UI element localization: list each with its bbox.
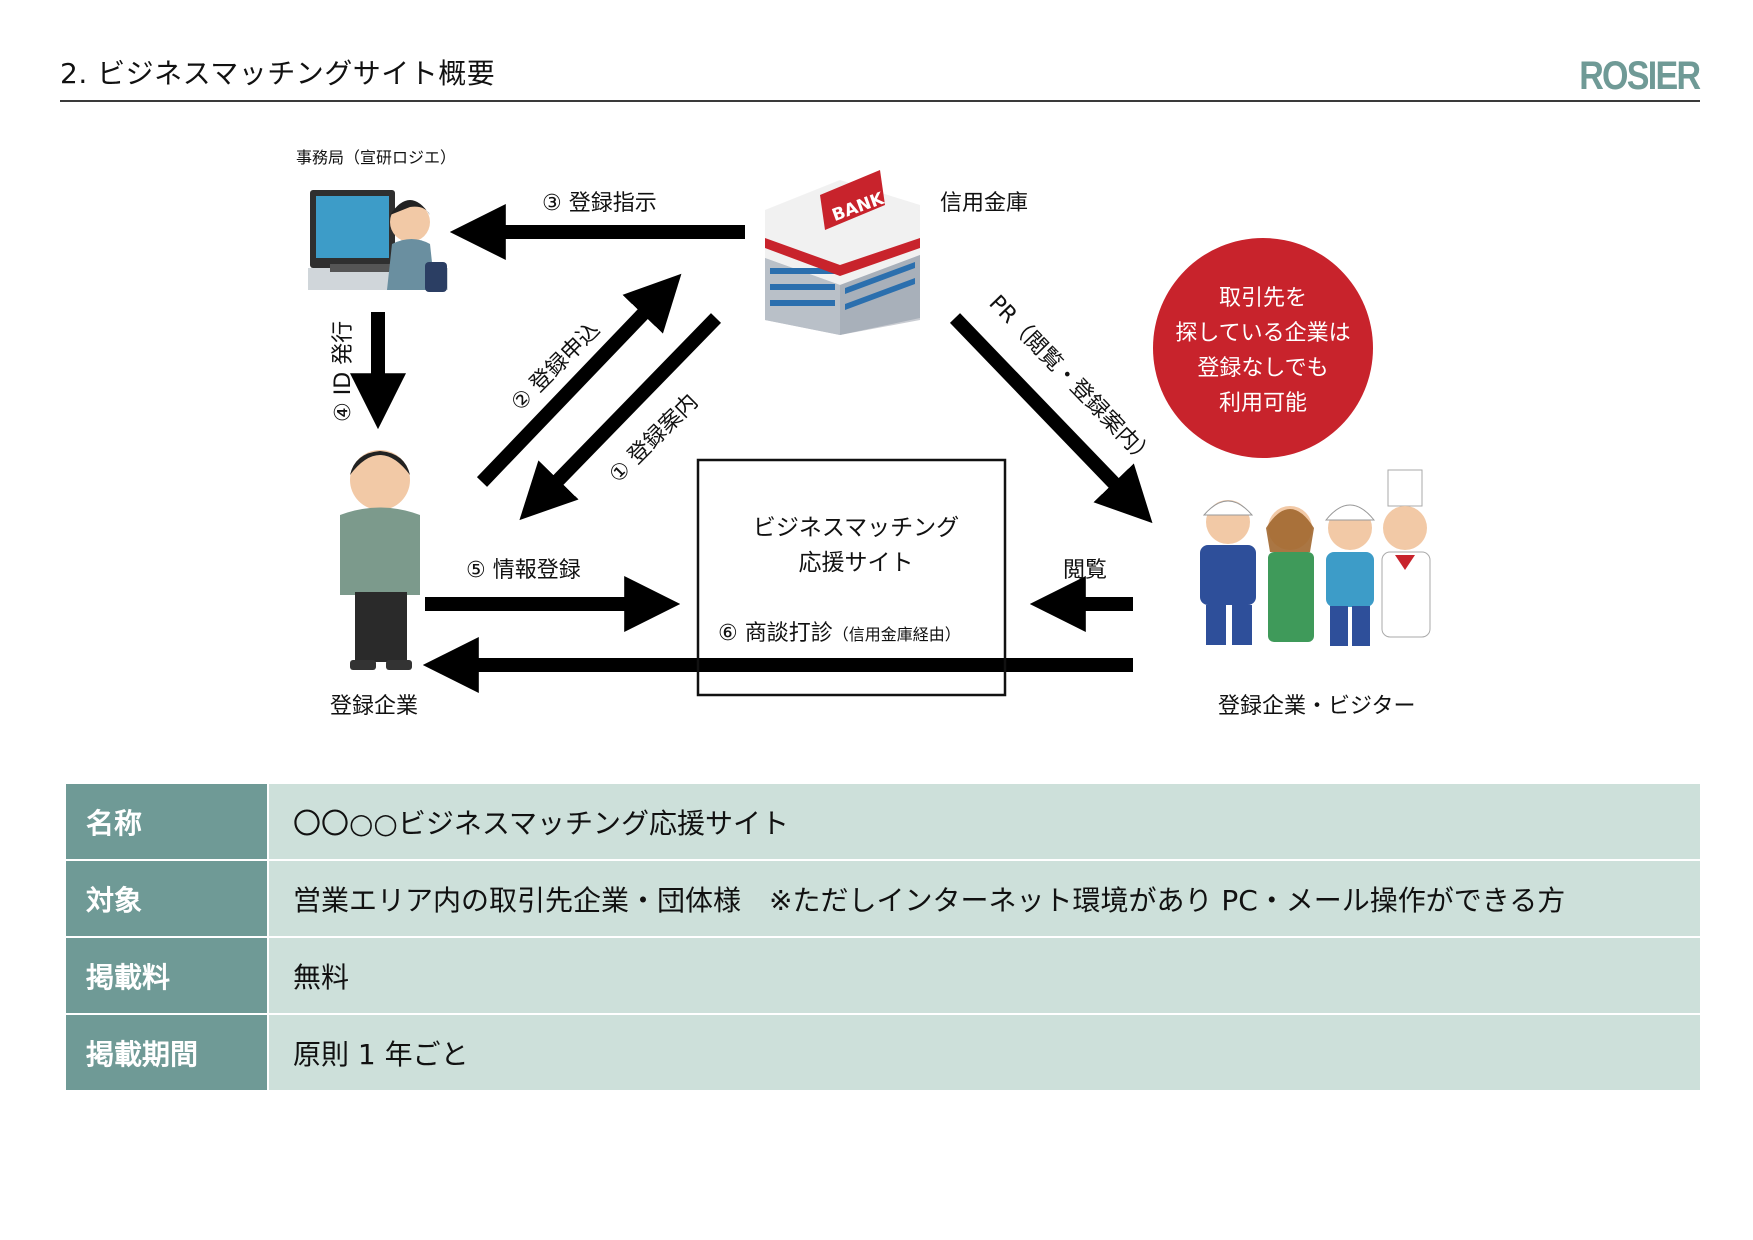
registered-company-label: 登録企業 [330,694,418,719]
secretariat-staff-icon [308,190,448,292]
row-key-target: 対象 [66,860,269,938]
table-row: 対象 営業エリア内の取引先企業・団体様 ※ただしインターネット環境があり PC・… [66,860,1700,938]
label-browse: 閲覧 [1063,558,1107,583]
callout-line-4: 利用可能 [1219,391,1307,416]
row-key-name: 名称 [66,784,269,861]
visitors-label: 登録企業・ビジター [1218,694,1416,719]
negotiation-note: （信用金庫経由） [833,625,961,644]
registered-company-person-icon [340,450,420,670]
row-value-target: 営業エリア内の取引先企業・団体様 ※ただしインターネット環境があり PC・メール… [268,860,1700,938]
matching-flow-diagram: 事務局（宣研ロジエ） BANK 信用金庫 取引先を 探している企業は 登録なしで… [296,148,1431,719]
visitors-group-icon [1200,469,1431,646]
callout-line-2: 探している企業は [1175,321,1350,346]
arrow-registration-application [476,273,682,487]
page-title: 2. ビジネスマッチングサイト概要 [60,57,496,90]
bank-building-icon: BANK [765,170,920,335]
label-registration-guidance: ① 登録案内 [605,389,704,488]
site-name-line-2: 応援サイト [799,550,914,576]
table-row: 掲載期間 原則 1 年ごと [66,1014,1700,1092]
callout-line-3: 登録なしでも [1197,356,1328,381]
row-value-name: 〇〇○○ビジネスマッチング応援サイト [268,784,1700,861]
row-value-fee: 無料 [268,937,1700,1015]
label-id-issue: ④ ID 発行 [331,321,356,422]
negotiation-label: ⑥ 商談打診（信用金庫経由） [718,621,961,646]
negotiation-main: ⑥ 商談打診 [718,621,833,646]
callout-line-1: 取引先を [1219,286,1307,311]
matching-site-box [696,458,1007,697]
site-info-table: 名称 〇〇○○ビジネスマッチング応援サイト 対象 営業エリア内の取引先企業・団体… [66,784,1700,1092]
site-name-line-1: ビジネスマッチング [753,515,959,541]
title-divider [60,100,1700,102]
bank-label: 信用金庫 [940,191,1028,216]
secretariat-label: 事務局（宣研ロジエ） [296,148,456,167]
brand-logo: ROSIER [1578,54,1701,98]
callout-circle [1153,238,1373,458]
row-key-fee: 掲載料 [66,937,269,1015]
table-row: 名称 〇〇○○ビジネスマッチング応援サイト [66,784,1700,861]
arrow-pr [949,313,1153,524]
label-registration-instruction: ③ 登録指示 [542,191,657,216]
table-row: 掲載料 無料 [66,937,1700,1015]
label-information-registration: ⑤ 情報登録 [466,558,581,583]
row-key-period: 掲載期間 [66,1014,269,1092]
arrow-registration-guidance [519,313,722,521]
row-value-period: 原則 1 年ごと [268,1014,1700,1092]
